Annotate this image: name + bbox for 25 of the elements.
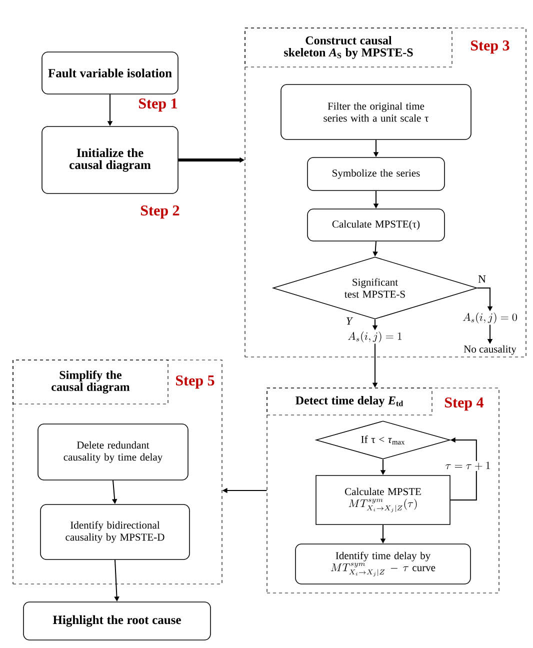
step-label: Step 4 xyxy=(445,397,484,411)
result-text: No causality xyxy=(464,345,516,355)
process-box: Calculate MPSTE $MT^{sym}_{X_i\to X_j|Z}(\tau)$ xyxy=(316,475,450,525)
step-label: Step 1 xyxy=(139,98,178,112)
header-box: Construct causal skeleton A$_{S}$ by MPSTE-S xyxy=(244,28,452,68)
process-box: Identify time delay by $MT^{sym}_{X_i\to X_j|Z}-\tau\text{ curve}$ xyxy=(295,544,471,584)
process-box: Delete redundant causality by time delay xyxy=(38,424,188,480)
dashed-frame xyxy=(244,28,526,358)
process-box: Calculate MPSTE(τ) xyxy=(307,208,445,242)
process-box: Initialize the causal diagram xyxy=(42,126,178,194)
header-box: Detect time delay E$_{td}$ xyxy=(266,388,432,416)
process-box: Symbolize the series xyxy=(307,157,445,191)
process-box: Fault variable isolation xyxy=(42,52,178,94)
dashed-frame xyxy=(266,388,500,594)
edge-label: $\tau=\tau+1$ xyxy=(444,461,492,471)
step-label: Step 5 xyxy=(176,375,214,389)
step-label: Step 2 xyxy=(141,205,180,219)
edge-label: N xyxy=(477,274,487,284)
process-box: Identify bidirectional causality by MPSTE-D xyxy=(40,504,190,560)
process-box: Highlight the root cause xyxy=(23,602,211,640)
process-box: Filter the original time series with a unit scale τ xyxy=(280,84,472,140)
step-label: Step 3 xyxy=(471,40,510,54)
header-box: Simplify the causal diagram xyxy=(12,360,168,404)
result-text: $A_s(i,j)=1$ xyxy=(348,332,402,342)
dashed-frame xyxy=(12,360,222,584)
